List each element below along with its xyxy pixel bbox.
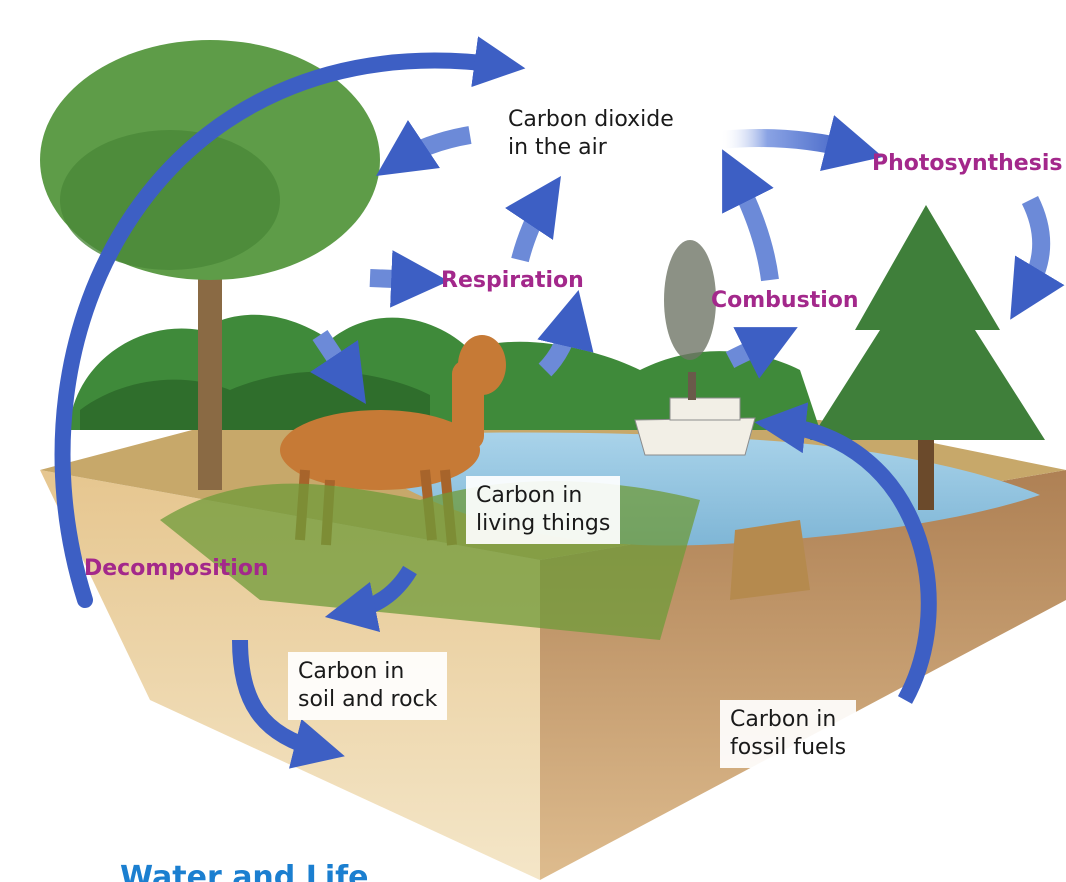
arrow-co2-to-tree xyxy=(400,135,470,160)
arrow-respiration-to-co2 xyxy=(520,200,545,260)
arrow-combustion-to-co2 xyxy=(735,175,770,280)
arrow-photosynthesis-to-pine xyxy=(1025,200,1041,295)
deer-head xyxy=(458,335,506,395)
process-combustion: Combustion xyxy=(711,288,859,313)
boat-cabin xyxy=(670,398,740,420)
smoke-plume xyxy=(664,240,716,360)
node-living-things: Carbon in living things xyxy=(466,476,620,544)
node-soil-rock: Carbon in soil and rock xyxy=(288,652,447,720)
node-fossil-fuels: Carbon in fossil fuels xyxy=(720,700,856,768)
boat-hull xyxy=(635,418,755,455)
tree-stump xyxy=(730,520,810,600)
pine-canopy xyxy=(810,205,1045,440)
arrow-co2-to-photosynthesis xyxy=(720,138,855,150)
arrow-boat-to-combustion xyxy=(730,340,772,360)
tree-canopy-shade xyxy=(60,130,280,270)
process-decomposition: Decomposition xyxy=(84,556,269,581)
process-respiration: Respiration xyxy=(441,268,584,293)
process-photosynthesis: Photosynthesis xyxy=(872,151,1062,176)
node-co2-air: Carbon dioxide in the air xyxy=(498,100,684,168)
arrow-tree-to-respiration xyxy=(370,278,420,280)
boat-stack xyxy=(688,372,696,400)
next-section-heading: Water and Life xyxy=(120,860,369,882)
